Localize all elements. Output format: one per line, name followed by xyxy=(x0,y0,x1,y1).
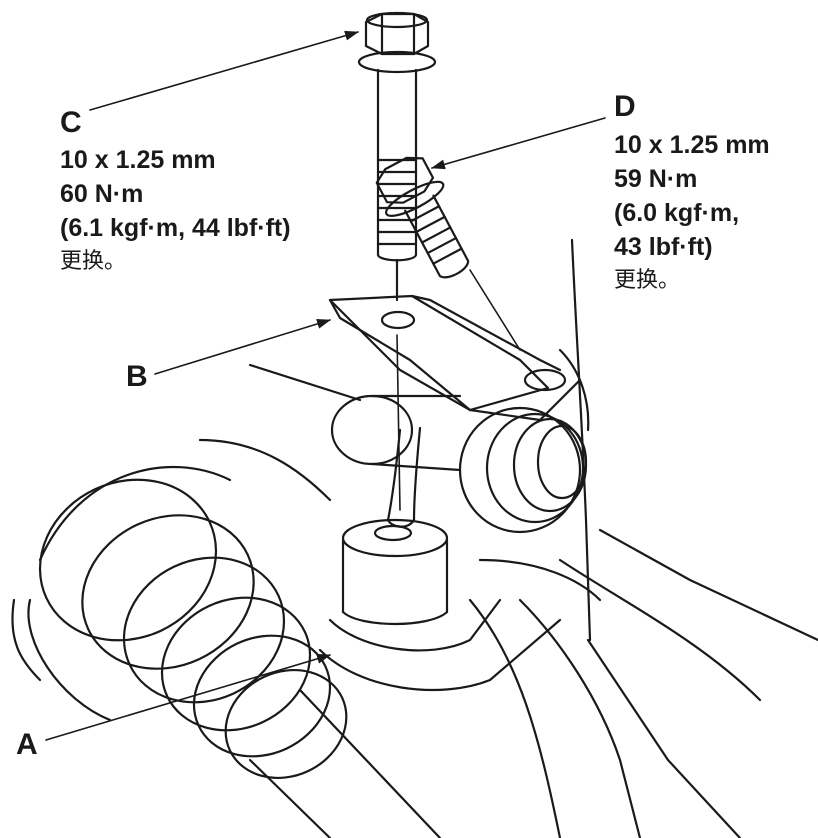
callout-d-torque-alt-2: 43 lbf·ft) xyxy=(614,233,713,261)
callout-d-size: 10 x 1.25 mm xyxy=(614,131,770,159)
leader-d xyxy=(431,117,606,170)
callout-d-note: 更换。 xyxy=(614,268,681,293)
leader-a xyxy=(45,653,331,741)
callout-c-spec: 10 x 1.25 mm 60 N·m (6.1 kgf·m, 44 lbf·f… xyxy=(60,143,291,279)
drive-shaft-boot xyxy=(11,465,442,838)
callout-c-torque: 60 N·m xyxy=(60,180,144,208)
callout-c-torque-alt: (6.1 kgf·m, 44 lbf·ft) xyxy=(60,214,291,242)
subframe-outline xyxy=(468,238,818,838)
callout-d-letter: D xyxy=(614,90,636,123)
callout-a-letter: A xyxy=(16,728,38,761)
callout-c-letter: C xyxy=(60,106,82,139)
callout-d-torque: 59 N·m xyxy=(614,165,698,193)
callout-d-torque-alt-1: (6.0 kgf·m, xyxy=(614,199,740,227)
lower-arm-boot xyxy=(198,348,590,534)
leader-c xyxy=(89,30,359,111)
callout-d-spec: 10 x 1.25 mm 59 N·m (6.0 kgf·m, 43 lbf·f… xyxy=(614,128,770,298)
leader-lines xyxy=(45,30,606,741)
flange-bolt-d xyxy=(375,156,521,351)
leader-b xyxy=(154,319,331,375)
bracket xyxy=(328,294,582,422)
callout-c-note: 更换。 xyxy=(60,249,127,274)
stabilizer-link xyxy=(318,426,562,692)
callout-b-letter: B xyxy=(126,360,148,393)
flange-bolt-c xyxy=(357,11,437,511)
callout-c-size: 10 x 1.25 mm xyxy=(60,146,216,174)
